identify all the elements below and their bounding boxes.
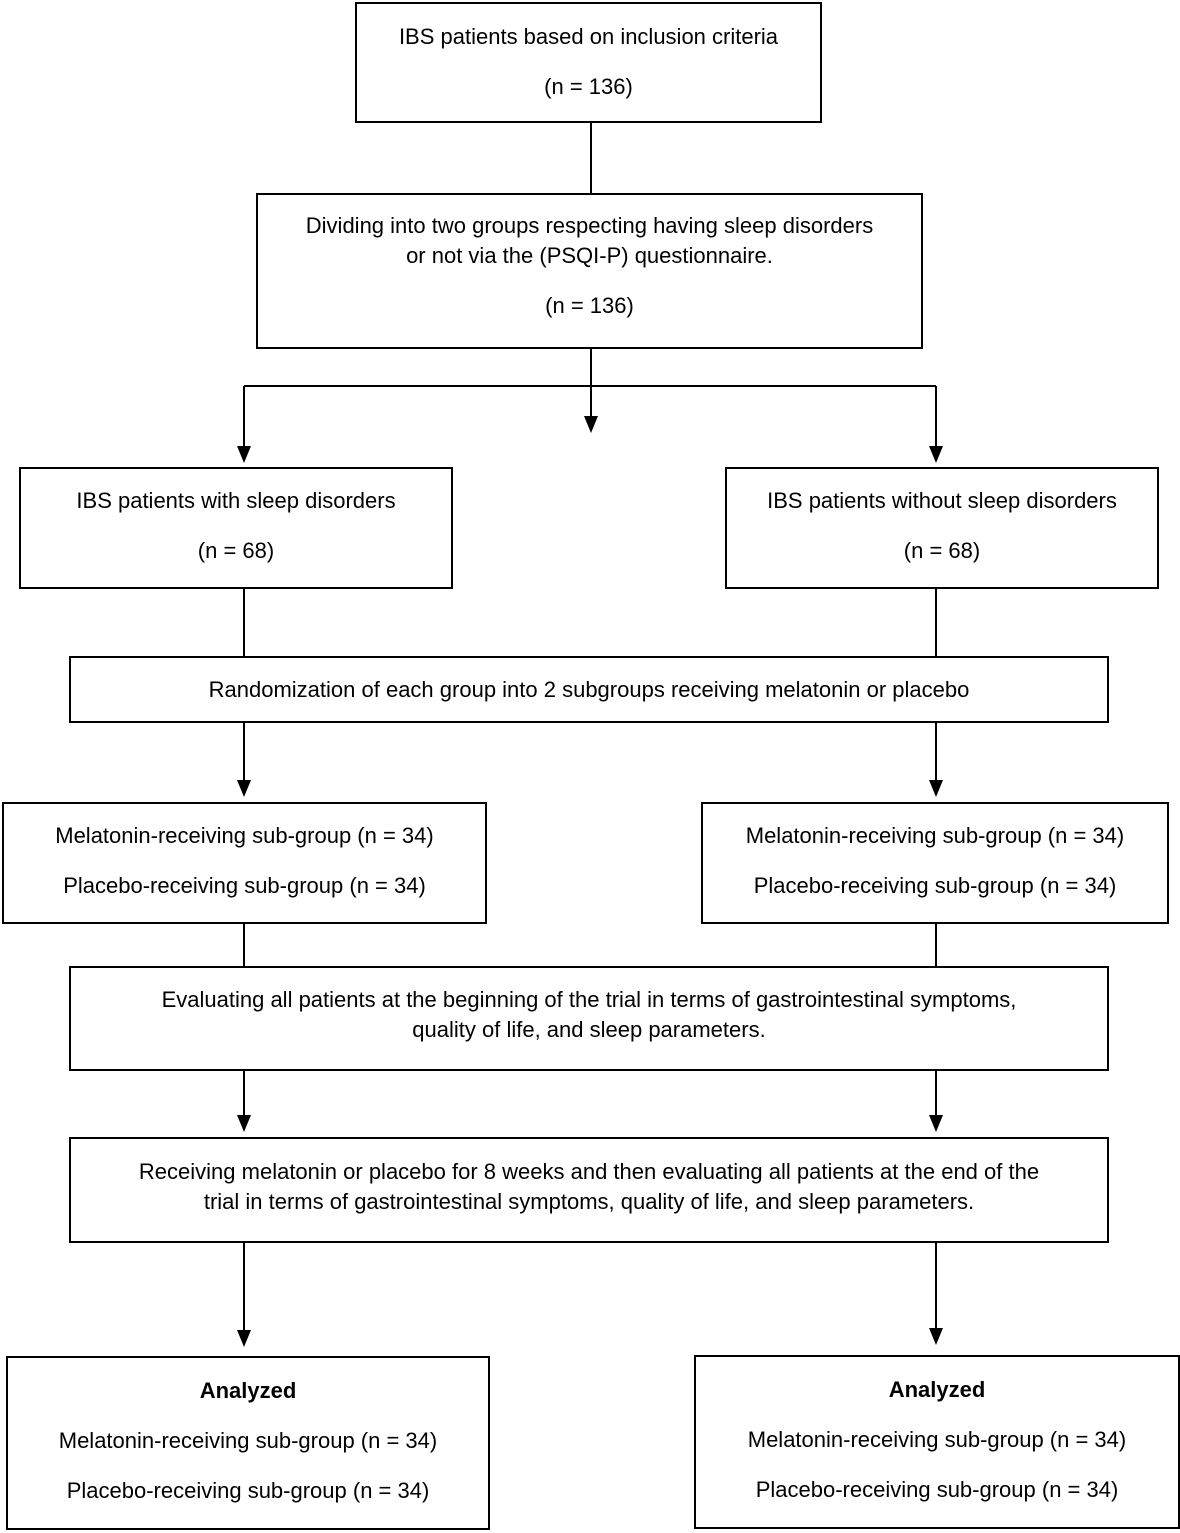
arrowhead <box>237 446 251 463</box>
dividing-text-line2: or not via the (PSQI-P) questionnaire. <box>406 243 773 268</box>
analyzed-right-title: Analyzed <box>888 1377 986 1402</box>
arrowhead <box>929 446 943 463</box>
analyzed-left-melatonin: Melatonin-receiving sub-group (n = 34) <box>58 1428 438 1453</box>
analyzed-right-box: Analyzed Melatonin-receiving sub-group (… <box>694 1355 1180 1529</box>
without-sleep-disorders-count: (n = 68) <box>903 538 981 563</box>
arrowhead <box>929 1115 943 1132</box>
analyzed-right-placebo: Placebo-receiving sub-group (n = 34) <box>755 1477 1119 1502</box>
arrowhead <box>929 780 943 797</box>
analyzed-right-melatonin: Melatonin-receiving sub-group (n = 34) <box>747 1427 1127 1452</box>
arrowhead <box>237 1330 251 1347</box>
right-melatonin-subgroup: Melatonin-receiving sub-group (n = 34) <box>745 823 1125 848</box>
left-melatonin-subgroup: Melatonin-receiving sub-group (n = 34) <box>55 823 434 848</box>
right-subgroups-box: Melatonin-receiving sub-group (n = 34) P… <box>701 802 1169 924</box>
analyzed-left-box: Analyzed Melatonin-receiving sub-group (… <box>6 1356 490 1530</box>
analyzed-left-placebo: Placebo-receiving sub-group (n = 34) <box>66 1478 430 1503</box>
arrowhead <box>929 1328 943 1345</box>
randomization-box: Randomization of each group into 2 subgr… <box>69 656 1109 723</box>
inclusion-count: (n = 136) <box>544 74 633 99</box>
left-subgroups-box: Melatonin-receiving sub-group (n = 34) P… <box>2 802 487 924</box>
inclusion-criteria-text: IBS patients based on inclusion criteria <box>398 24 779 49</box>
dividing-text-line1: Dividing into two groups respecting havi… <box>305 213 874 238</box>
baseline-evaluation-line1: Evaluating all patients at the beginning… <box>161 987 1017 1012</box>
with-sleep-disorders-text: IBS patients with sleep disorders <box>76 488 396 513</box>
randomization-text: Randomization of each group into 2 subgr… <box>208 677 970 702</box>
with-sleep-disorders-count: (n = 68) <box>197 538 275 563</box>
arrowhead <box>237 780 251 797</box>
dividing-count: (n = 136) <box>545 293 634 318</box>
treatment-evaluation-line1: Receiving melatonin or placebo for 8 wee… <box>138 1159 1040 1184</box>
baseline-evaluation-box: Evaluating all patients at the beginning… <box>69 966 1109 1071</box>
with-sleep-disorders-box: IBS patients with sleep disorders (n = 6… <box>19 467 453 589</box>
treatment-evaluation-box: Receiving melatonin or placebo for 8 wee… <box>69 1137 1109 1243</box>
arrowhead <box>237 1115 251 1132</box>
arrowhead <box>584 416 598 433</box>
analyzed-left-title: Analyzed <box>199 1378 297 1403</box>
dividing-groups-box: Dividing into two groups respecting havi… <box>256 193 923 349</box>
left-placebo-subgroup: Placebo-receiving sub-group (n = 34) <box>63 873 426 898</box>
baseline-evaluation-line2: quality of life, and sleep parameters. <box>412 1017 766 1042</box>
without-sleep-disorders-box: IBS patients without sleep disorders (n … <box>725 467 1159 589</box>
right-placebo-subgroup: Placebo-receiving sub-group (n = 34) <box>753 873 1117 898</box>
treatment-evaluation-line2: trial in terms of gastrointestinal sympt… <box>203 1189 975 1214</box>
inclusion-criteria-box: IBS patients based on inclusion criteria… <box>355 2 822 123</box>
without-sleep-disorders-text: IBS patients without sleep disorders <box>767 488 1117 513</box>
